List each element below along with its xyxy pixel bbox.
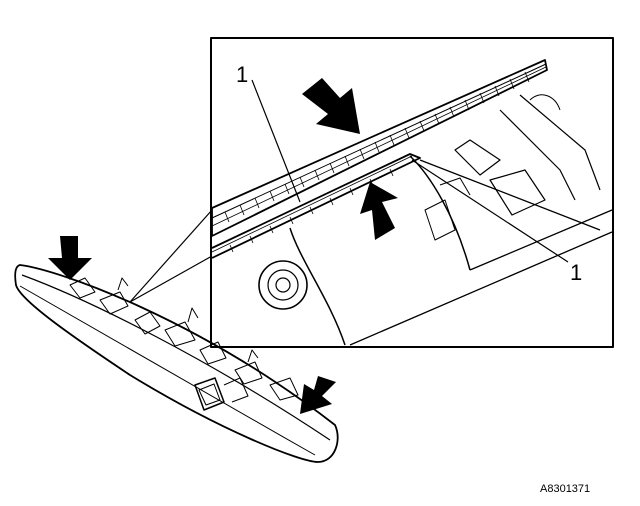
- zoom-leaders: [129, 209, 213, 303]
- detail-frame: [210, 37, 614, 348]
- callout-upper: 1: [236, 62, 248, 87]
- trim-strip: [211, 59, 548, 237]
- trim-panel: [14, 264, 339, 463]
- callout-lower: 1: [570, 260, 582, 285]
- release-arrow-right: [300, 376, 336, 414]
- reference-code: A8301371: [540, 483, 590, 495]
- press-arrow-up: [360, 182, 398, 240]
- panel-outline: [14, 264, 339, 463]
- lock-housing: [194, 377, 225, 411]
- fastener: [258, 260, 308, 310]
- press-arrow-down: [302, 78, 360, 134]
- clip-teeth: [224, 71, 530, 223]
- detail-view: [210, 37, 614, 348]
- release-arrow-left: [48, 236, 92, 280]
- mounting-rail: [211, 153, 421, 259]
